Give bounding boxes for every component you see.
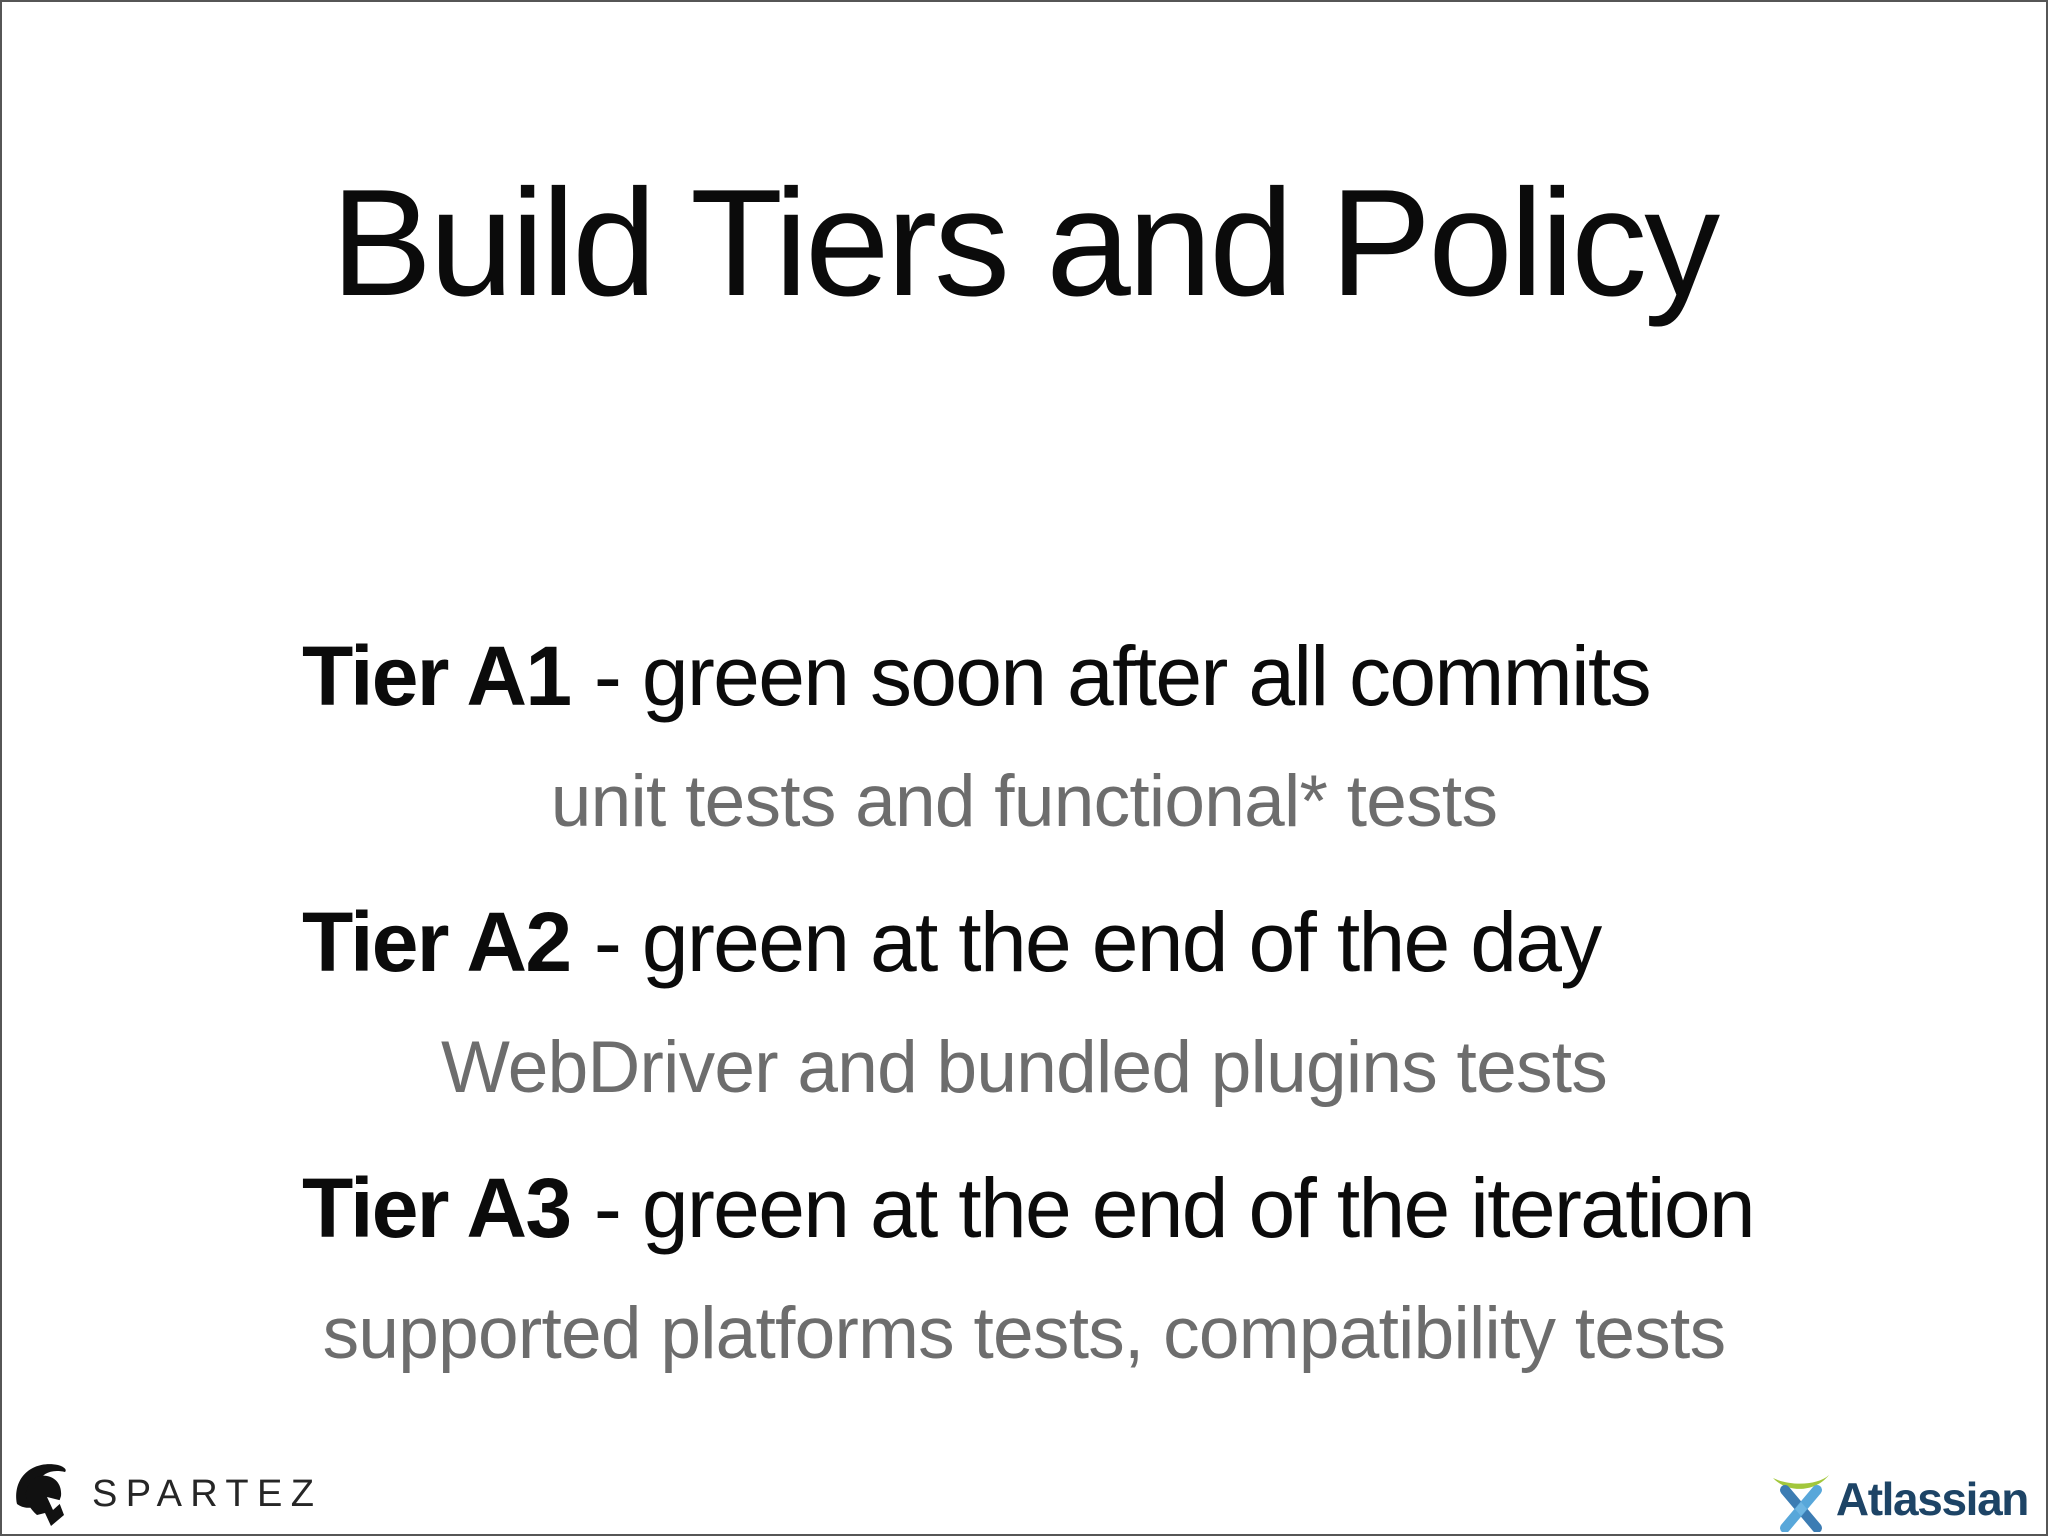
tier-a3-detail: supported platforms tests, compatibility…	[322, 1293, 1726, 1374]
tier-a3-policy: - green at the end of the iteration	[593, 1161, 1756, 1255]
spartez-wordmark: SPARTEZ	[92, 1472, 323, 1515]
spartan-helmet-icon	[12, 1458, 70, 1526]
atlassian-x-icon	[1770, 1466, 1832, 1532]
tier-a2-detail: WebDriver and bundled plugins tests	[440, 1027, 1608, 1108]
atlassian-wordmark: Atlassian	[1835, 1473, 2030, 1525]
tier-a1-detail: unit tests and functional* tests	[550, 761, 1498, 842]
slide-title: Build Tiers and Policy	[330, 158, 1720, 328]
tier-a3-name: Tier A3	[302, 1161, 572, 1255]
atlassian-logo: Atlassian	[1770, 1454, 2030, 1532]
tier-a2-line: Tier A2- green at the end of the day	[302, 900, 1602, 984]
spartez-logo: SPARTEZ	[12, 1456, 322, 1528]
tier-a3-line: Tier A3- green at the end of the iterati…	[302, 1166, 1756, 1250]
tier-a1-name: Tier A1	[302, 629, 572, 723]
tier-a1-line: Tier A1- green soon after all commits	[302, 634, 1652, 718]
tier-a2-policy: - green at the end of the day	[593, 895, 1602, 989]
tier-a1-policy: - green soon after all commits	[593, 629, 1652, 723]
tier-a2-name: Tier A2	[302, 895, 572, 989]
